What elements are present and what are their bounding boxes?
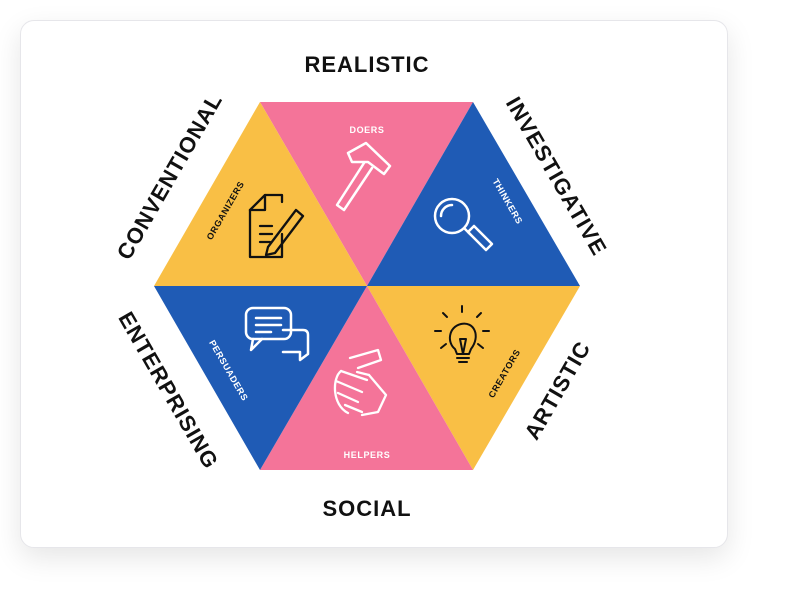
- triangle-creators: [367, 286, 580, 470]
- triangle-doers: [260, 102, 473, 286]
- magnifier-icon: [433, 197, 494, 252]
- triangle-thinkers: [367, 102, 580, 286]
- speech-bubbles-icon: [244, 306, 310, 362]
- label-realistic: REALISTIC: [304, 52, 429, 77]
- document-pencil-icon: [248, 193, 305, 259]
- lightbulb-icon: [434, 305, 490, 363]
- role-helpers: HELPERS: [344, 450, 391, 460]
- triangle-organizers: [154, 102, 367, 286]
- label-social: SOCIAL: [322, 496, 411, 521]
- role-doers: DOERS: [349, 125, 384, 135]
- triangle-helpers: [260, 286, 473, 470]
- triangle-persuaders: [154, 286, 367, 470]
- handshake-icon: [333, 348, 388, 417]
- hammer-icon: [335, 141, 392, 212]
